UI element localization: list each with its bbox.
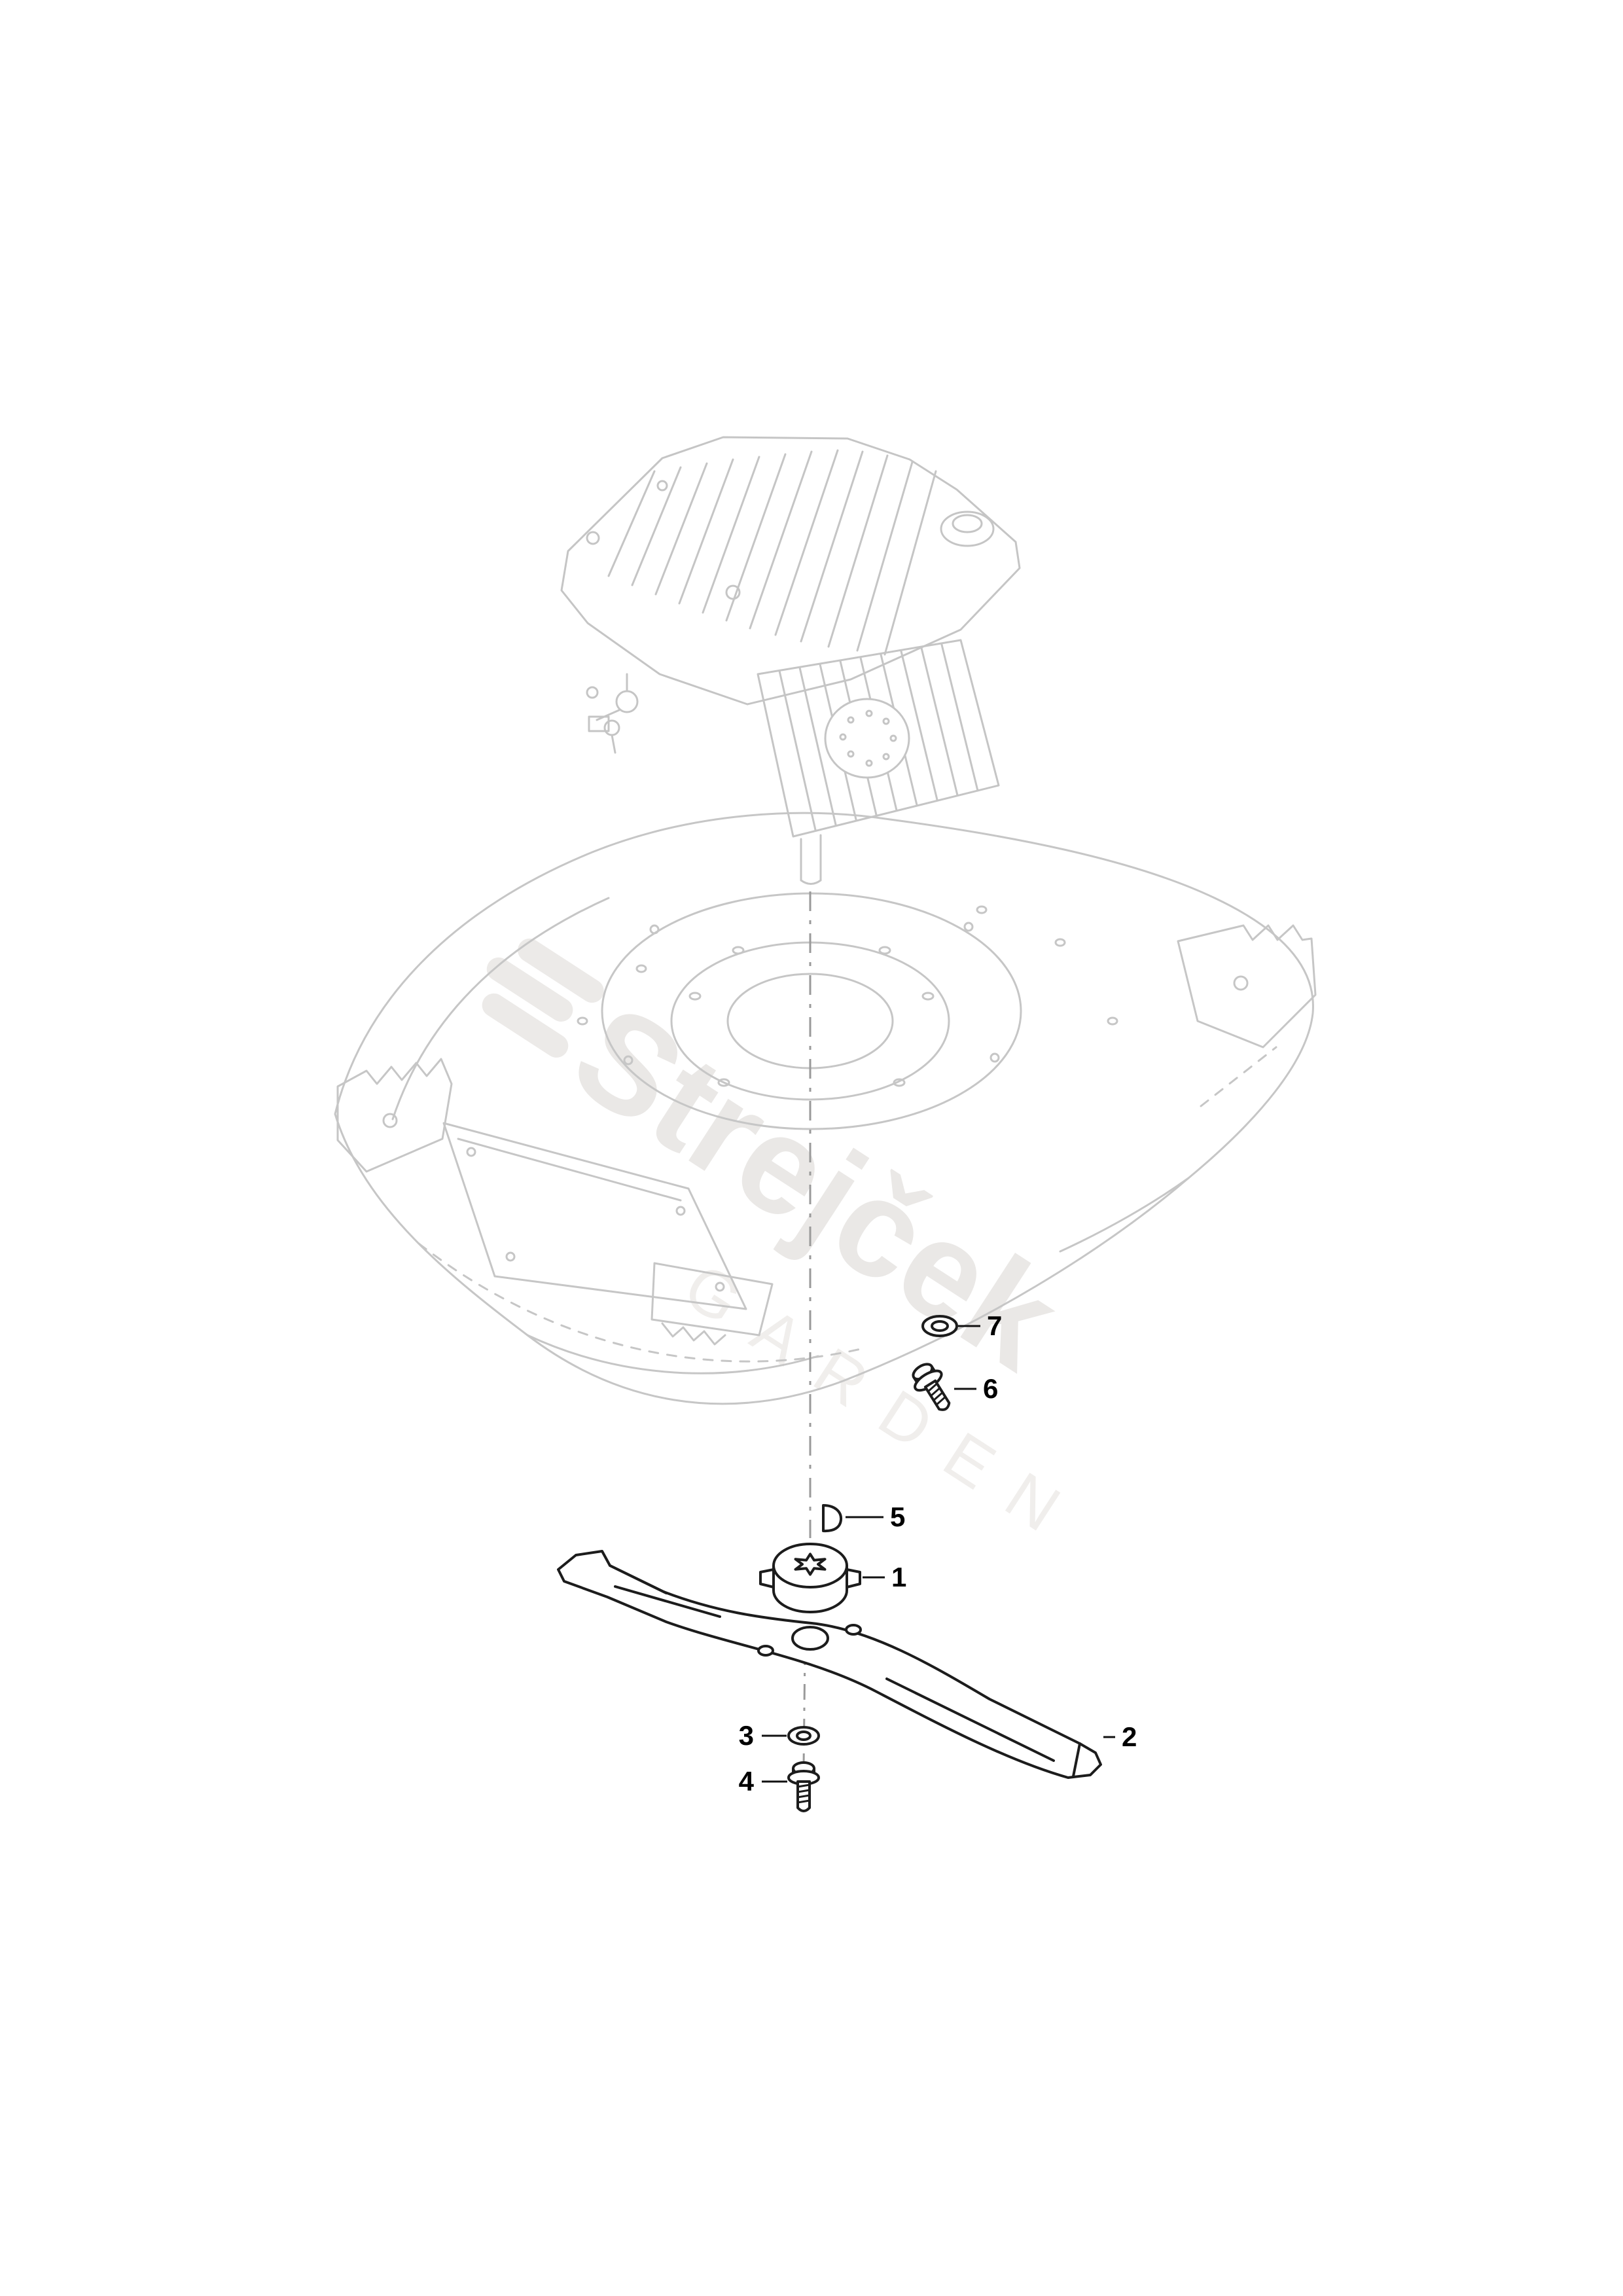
blade-hub [759, 1543, 861, 1613]
bolt-lower [787, 1761, 820, 1812]
centerlines [802, 891, 812, 1768]
callout-7-label: 7 [987, 1310, 1002, 1341]
washer-lower [787, 1726, 820, 1746]
washer-upper [921, 1315, 958, 1337]
watermark: Strejček GARDEN [482, 938, 1097, 1562]
callout-5-label: 5 [890, 1501, 905, 1532]
fuel-cap [940, 511, 995, 547]
left-height-bracket [336, 1058, 453, 1173]
callout-6-label: 6 [983, 1373, 998, 1404]
callout-4: 4 [739, 1766, 787, 1797]
callout-4-label: 4 [739, 1766, 755, 1797]
bolt-centerline [802, 1649, 806, 1768]
blade-center-hole [791, 1626, 829, 1651]
bolt-upper [912, 1363, 951, 1411]
callout-3-label: 3 [739, 1720, 754, 1751]
callout-6: 6 [954, 1373, 998, 1404]
watermark-logo-icon [482, 938, 604, 1058]
callout-7: 7 [958, 1310, 1002, 1341]
shaft-key [822, 1504, 843, 1533]
engine-assembly [560, 436, 1021, 885]
callout-1: 1 [863, 1562, 906, 1592]
callout-3: 3 [739, 1720, 787, 1751]
callout-1-label: 1 [891, 1562, 906, 1592]
right-height-bracket [1177, 924, 1317, 1049]
callout-2-label: 2 [1122, 1721, 1137, 1752]
blade [557, 1550, 1102, 1779]
hub-spline-hole [794, 1552, 827, 1576]
callout-5: 5 [846, 1501, 905, 1532]
callout-2: 2 [1103, 1721, 1137, 1752]
callouts: 1 2 3 4 5 6 7 [739, 1310, 1137, 1797]
blade-parts [557, 1315, 1102, 1812]
